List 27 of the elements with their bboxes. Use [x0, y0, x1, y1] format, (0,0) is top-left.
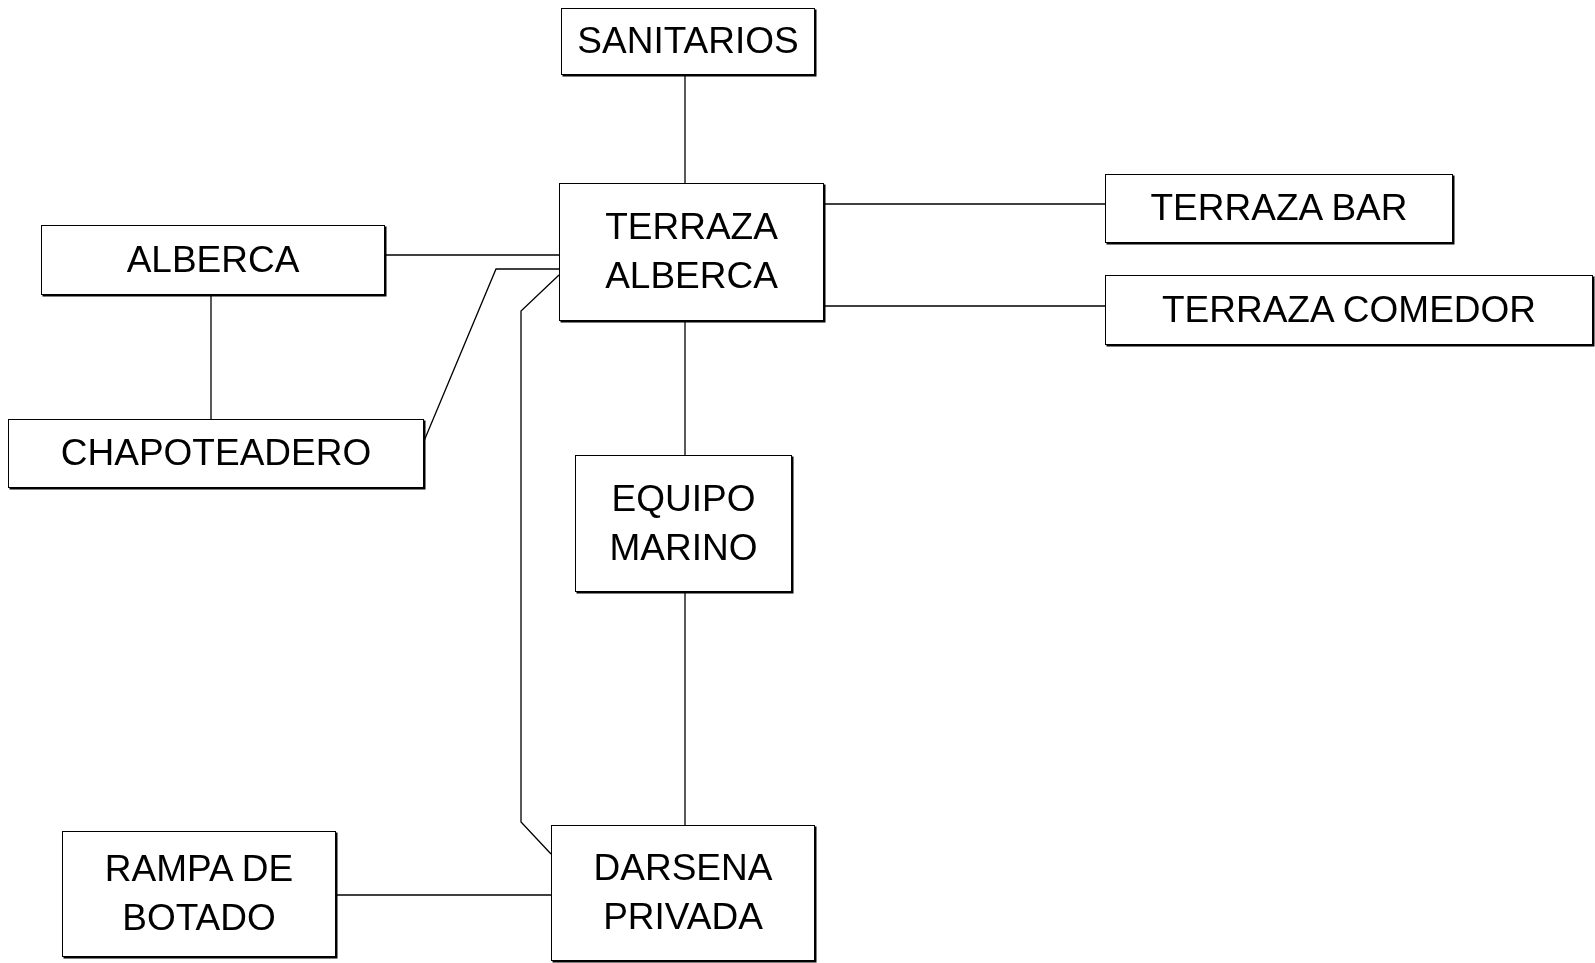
- room-label: TERRAZA ALBERCA: [604, 205, 779, 298]
- connector-line: [823, 203, 1106, 205]
- connector-line: [384, 254, 560, 256]
- connector-line: [823, 305, 1106, 307]
- connector-line: [684, 591, 686, 826]
- connector-line: [684, 320, 686, 456]
- room-box: [575, 455, 792, 592]
- room-label: RAMPA DE BOTADO: [103, 847, 295, 940]
- room-label: DARSENA PRIVADA: [592, 846, 774, 939]
- room-label: TERRAZA COMEDOR: [1161, 287, 1537, 332]
- room-label: CHAPOTEADERO: [60, 431, 372, 476]
- connector-line: [684, 74, 686, 184]
- room-label: SANITARIOS: [577, 19, 799, 64]
- room-label: ALBERCA: [126, 237, 300, 282]
- room-box: [8, 419, 424, 488]
- room-label: TERRAZA BAR: [1150, 186, 1408, 231]
- room-box: [1105, 275, 1593, 345]
- room-box: [551, 825, 815, 961]
- room-label: EQUIPO MARINO: [608, 476, 759, 570]
- connector-line: [335, 894, 552, 896]
- room-box: [1105, 174, 1453, 243]
- room-box: [62, 831, 336, 957]
- room-box: [41, 225, 385, 295]
- connector-line: [520, 274, 560, 855]
- room-box: [559, 183, 824, 321]
- connector-line: [210, 294, 212, 420]
- room-box: [561, 8, 815, 75]
